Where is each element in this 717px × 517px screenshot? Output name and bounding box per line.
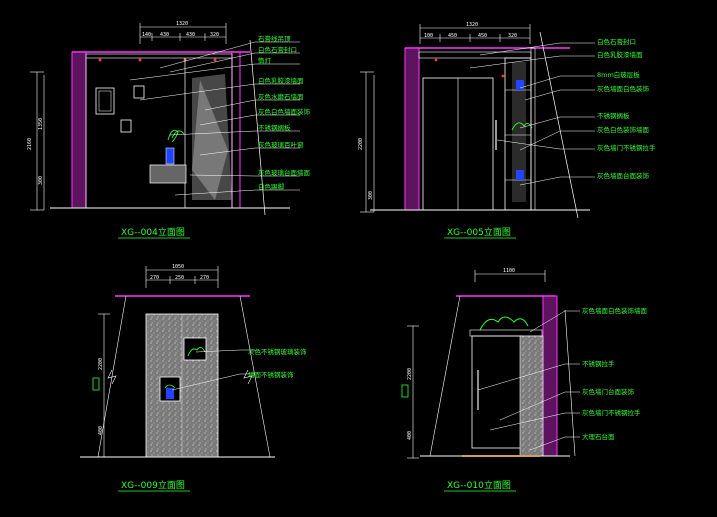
- callout-label: 白色乳胶漆墙面: [597, 50, 643, 59]
- callout-label: 灰色墙面白色装饰: [597, 84, 650, 93]
- dim-height: 1350: [38, 118, 44, 130]
- dim-segment: 430: [160, 32, 169, 38]
- callout-label: 灰色玻璃台面墙面: [258, 168, 311, 177]
- elevation-xg-009: 1050 270 250 270 2200 400 灰色不锈钢玻璃装饰 墙面不锈…: [80, 264, 307, 492]
- callout-label: 灰色墙门不锈钢拉手: [582, 408, 641, 417]
- callout-label: 灰色水磨石墙面: [258, 92, 304, 101]
- callout-label: 墙面不锈钢装饰: [248, 370, 294, 379]
- drawing-title: XG--009立面图: [121, 479, 185, 491]
- drawing-title: XG--005立面图: [447, 226, 511, 238]
- dim-segment: 430: [186, 32, 195, 38]
- dim-total: 1100: [503, 268, 515, 274]
- callout-label: 灰色白色墙面装饰: [258, 107, 311, 116]
- dim-total: 1320: [176, 21, 188, 27]
- callout-label: 筒灯: [258, 56, 272, 65]
- dim-segment: 320: [210, 32, 219, 38]
- drawing-title: XG--004立面图: [121, 226, 185, 238]
- callout-label: 灰色玻璃百叶窗: [258, 140, 304, 149]
- callout-label: 白色踢脚: [258, 182, 285, 191]
- callout-label: 灰色不锈钢玻璃装饰: [248, 347, 307, 356]
- callout-label: 灰色墙门不锈钢拉手: [597, 143, 656, 152]
- callout-label: 灰色白色装饰墙面: [597, 125, 650, 134]
- dim-segment: 140: [142, 32, 151, 38]
- callout-label: 不锈钢搁板: [597, 111, 630, 120]
- dim-height: 300: [38, 176, 44, 185]
- dim-segment: 100: [424, 33, 433, 39]
- callout-label: 白色石膏封口: [597, 37, 636, 46]
- callout-label: 灰色墙门台面装饰: [582, 387, 635, 396]
- dim-segment: 450: [448, 33, 457, 39]
- dim-total: 1320: [466, 22, 478, 28]
- dim-height: 2200: [407, 368, 413, 380]
- callout-label: 不锈钢拉手: [582, 359, 615, 368]
- dim-height: 2160: [27, 138, 33, 150]
- drawing-title: XG--010立面图: [447, 479, 511, 491]
- dim-height: 400: [98, 426, 104, 435]
- callout-label: 白色乳胶漆墙面: [258, 76, 304, 85]
- dim-segment: 270: [150, 275, 159, 281]
- dim-height: 2200: [98, 358, 104, 370]
- elevation-xg-005: 1320 100 450 450 320 2200 300 白色石膏封口 白色乳…: [358, 22, 656, 239]
- dim-segment: 320: [508, 33, 517, 39]
- callout-label: 8mm白玻层板: [597, 70, 640, 79]
- callout-label: 石膏线吊顶: [258, 34, 291, 43]
- elevation-xg-004: 1320 140 430 430 320 2160 1350 300 石膏线吊顶…: [27, 21, 311, 239]
- dim-segment: 250: [175, 275, 184, 281]
- callout-label: 大理石台面: [582, 432, 615, 441]
- callout-label: 白色石膏封口: [258, 45, 297, 54]
- callout-label: 灰色墙面台面装饰: [597, 171, 650, 180]
- callout-label: 灰色墙面白色装饰墙面: [582, 306, 648, 315]
- dim-height: 400: [407, 431, 413, 440]
- elevation-xg-010: 1100 2200 400 灰色墙面白色装饰墙面 不锈钢拉手 灰色墙门台面装饰 …: [401, 268, 648, 492]
- dim-segment: 270: [200, 275, 209, 281]
- dim-height: 2200: [358, 138, 364, 150]
- dim-height: 300: [368, 191, 374, 200]
- dim-total: 1050: [172, 264, 184, 270]
- callout-label: 不锈钢搁板: [258, 123, 291, 132]
- dim-segment: 450: [478, 33, 487, 39]
